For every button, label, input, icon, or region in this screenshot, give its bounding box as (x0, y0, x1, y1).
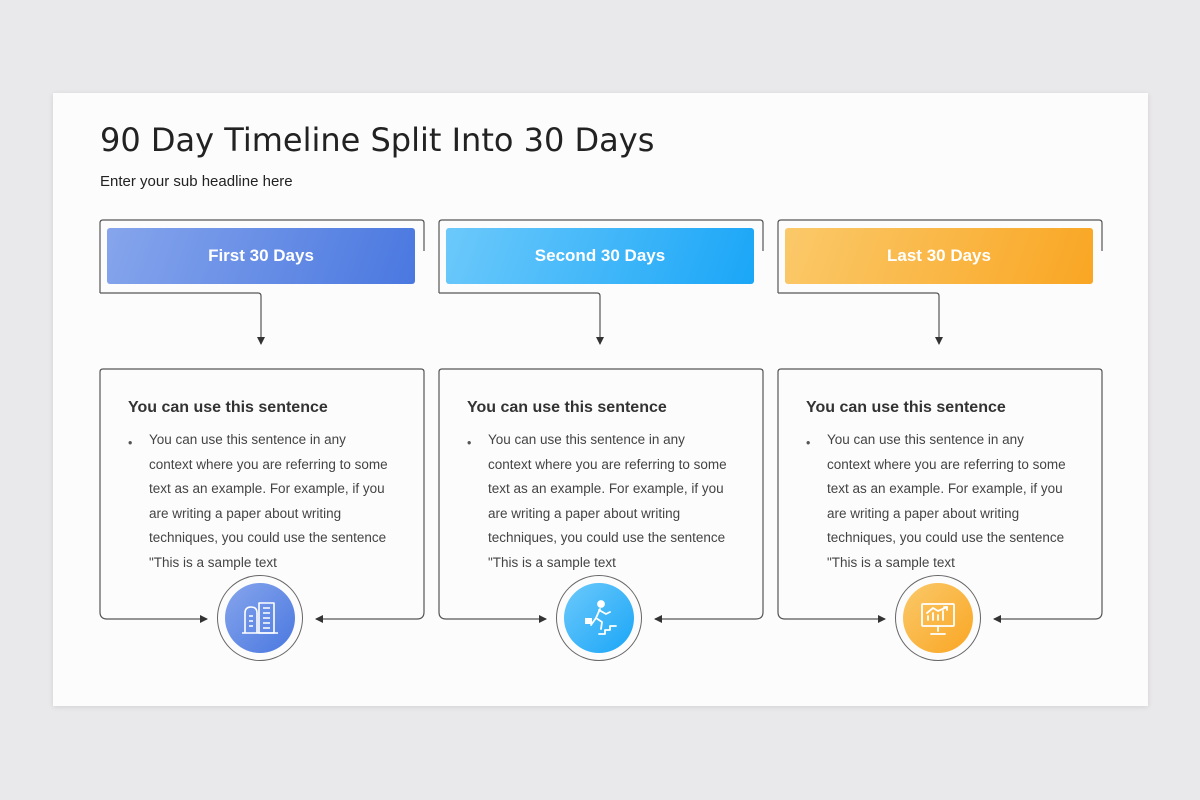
slide: 90 Day Timeline Split Into 30 Days Enter… (53, 93, 1148, 706)
climbing-stairs-icon (584, 599, 617, 635)
phase-header-label: Second 30 Days (534, 246, 666, 265)
timeline-connectors (99, 219, 1103, 623)
card-body-text: You can use this sentence in any context… (488, 432, 727, 570)
bullet-marker: • (128, 436, 133, 450)
phase-icon-badge (556, 575, 642, 661)
connector-group-1 (99, 219, 425, 623)
presentation-chart-icon (920, 602, 955, 635)
phase-header-label: Last 30 Days (887, 246, 991, 265)
office-building-icon (241, 601, 278, 634)
phase-icon-badge (217, 575, 303, 661)
card-body-text: You can use this sentence in any context… (149, 432, 388, 570)
card-title: You can use this sentence (806, 399, 1006, 416)
page-subtitle: Enter your sub headline here (100, 173, 293, 190)
connector-group-2 (438, 219, 764, 623)
connector-group-3 (777, 219, 1103, 623)
phase-header-first-30-days: First 30 Days (107, 228, 415, 284)
phase-header-last-30-days: Last 30 Days (785, 228, 1093, 284)
phase-icon-badge (895, 575, 981, 661)
bullet-marker: • (806, 436, 811, 450)
bullet-marker: • (467, 436, 472, 450)
card-title: You can use this sentence (128, 399, 328, 416)
phase-header-label: First 30 Days (208, 246, 314, 265)
phase-header-second-30-days: Second 30 Days (446, 228, 754, 284)
card-body-text: You can use this sentence in any context… (827, 432, 1066, 570)
page-title: 90 Day Timeline Split Into 30 Days (100, 121, 655, 159)
card-title: You can use this sentence (467, 399, 667, 416)
